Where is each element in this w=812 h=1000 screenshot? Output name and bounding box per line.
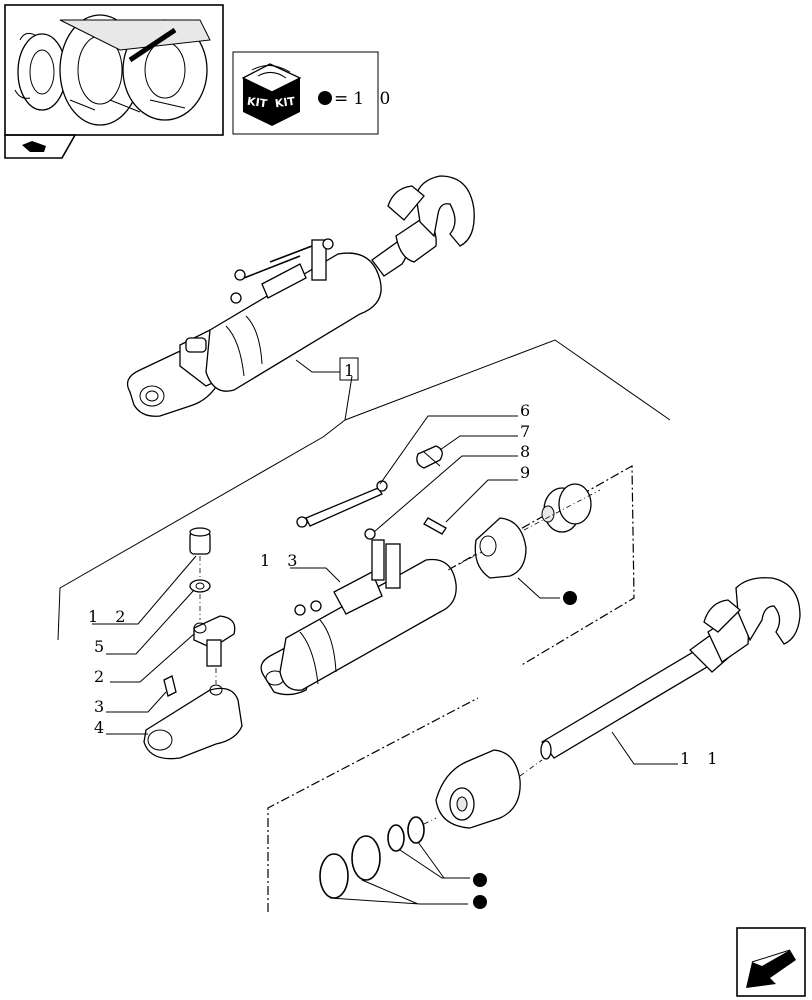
grease-nipple-3	[163, 675, 177, 697]
hand-book-icon[interactable]	[4, 134, 77, 159]
kit-marker-orings-b	[473, 895, 487, 909]
rod-lever-6	[296, 480, 388, 528]
piston-rod-11	[540, 577, 801, 760]
callout-5: 5	[94, 637, 110, 656]
guide-bush	[474, 517, 527, 579]
clip-7	[416, 445, 443, 469]
piston-seal	[541, 483, 592, 533]
kit-legend: KIT KIT =1 0	[232, 51, 395, 135]
assembled-top-link	[126, 175, 475, 417]
callout-11: 1 1	[680, 749, 723, 768]
callout-9: 9	[520, 463, 536, 482]
callout-3: 3	[94, 697, 110, 716]
lower-kit-frame	[267, 697, 479, 912]
cylinder-body-13	[260, 539, 457, 696]
o-rings	[319, 816, 425, 899]
callout-6: 6	[520, 401, 536, 420]
callout-13: 1 3	[260, 551, 303, 570]
callout-7: 7	[520, 422, 536, 441]
black-dot-kit-marker	[318, 91, 332, 105]
callout-8: 8	[520, 442, 536, 461]
bolt-12	[189, 527, 211, 555]
washer-5	[189, 579, 211, 593]
piston	[435, 749, 521, 829]
kit-quantity-text: =1 0	[334, 89, 395, 109]
screw-9	[423, 517, 447, 535]
callout-12: 1 2	[88, 607, 131, 626]
kit-marker-orings-a	[473, 873, 487, 887]
callout-4: 4	[94, 718, 110, 737]
kit-word-right: KIT	[274, 95, 296, 111]
callout-1: 1	[339, 357, 360, 381]
kit-marker-seal	[563, 591, 577, 605]
callout-2: 2	[94, 667, 110, 686]
kit-word-left: KIT	[246, 95, 268, 111]
clevis-4	[143, 684, 243, 760]
upper-kit-frame	[447, 464, 635, 667]
callout-leaders	[92, 415, 678, 765]
explode-guide-lines	[57, 339, 671, 641]
ball-8	[364, 528, 376, 540]
svg-text:1: 1	[344, 361, 360, 380]
tractor-thumbnail-icon[interactable]	[4, 4, 224, 136]
pin-plate-2	[193, 615, 236, 667]
next-page-arrow-icon[interactable]	[736, 927, 806, 997]
kit-box-icon: KIT KIT	[241, 63, 302, 126]
